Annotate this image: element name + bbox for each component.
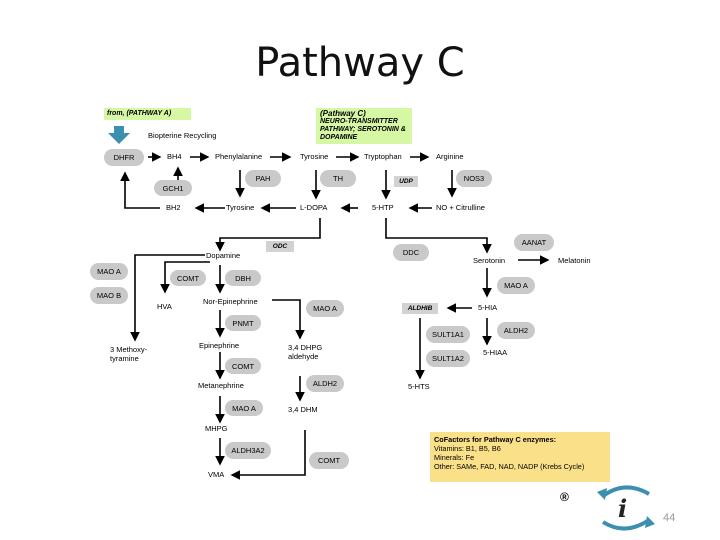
node-dhpg-line1: 3,4 DHPG [288,343,323,352]
enzyme-sult1a2: SULT1A2 [426,350,470,367]
enzyme-sult1a1: SULT1A1 [426,326,470,343]
enzyme-gch1: GCH1 [154,180,192,196]
enzyme-mao-a-ne: MAO A [306,300,344,317]
enzyme-aanat: AANAT [514,234,554,251]
node-bh4: BH4 [167,152,182,161]
node-tryptophan: Tryptophan [364,152,402,161]
node-tyrosine-mid: Tyrosine [226,203,255,212]
node-3-methoxytyramine-line2: tyramine [110,354,139,363]
cofactors-other: Other: SAMe, FAD, NAD, NADP (Krebs Cycle… [434,462,585,471]
pathway-c-line4: DOPAMINE [320,134,358,141]
enzyme-dhfr: DHFR [104,149,144,166]
info-logo-icon [597,485,655,531]
enzyme-mao-b: MAO B [90,287,128,304]
pathway-c-line2: NEURO-TRANSMITTER [320,118,398,125]
node-tyrosine-top: Tyrosine [300,152,329,161]
enzyme-aldh2-hia: ALDH2 [497,322,535,339]
node-epinephrine: Epinephrine [199,341,240,350]
node-dhpg-line2: aldehyde [288,352,319,361]
node-bh2: BH2 [166,203,181,212]
enzyme-aldh2-dhm: ALDH2 [306,375,344,392]
page-number: 44 [663,512,676,524]
node-3-methoxytyramine-line1: 3 Methoxy- [110,345,148,354]
node-hva: HVA [157,302,172,311]
pathway-c-line3: PATHWAY; SEROTONIN & [320,126,406,133]
node-biopterine-recycling: Biopterine Recycling [148,131,217,140]
enzyme-comt-vma: COMT [309,452,349,469]
enzyme-ddc: DDC [393,244,429,261]
enzyme-pah: PAH [245,170,281,187]
pathway-c-line1: (Pathway C) [320,109,366,118]
node-vma: VMA [208,470,225,479]
node-dhm: 3,4 DHM [288,405,318,414]
node-serotonin: Serotonin [473,256,506,265]
pathway-c-box: (Pathway C) NEURO-TRANSMITTER PATHWAY; S… [316,108,412,144]
enzyme-aldh3a2: ALDH3A2 [225,442,271,459]
cofactors-box: CoFactors for Pathway C enzymes: Vitamin… [430,432,610,482]
enzyme-pnmt: PNMT [225,315,261,331]
enzyme-th: TH [320,170,356,187]
node-5-hts: 5-HTS [408,382,430,391]
enzyme-comt-epi: COMT [225,358,261,374]
enzyme-mao-a-met: MAO A [225,400,263,416]
node-dhpg: 3,4 DHPG aldehyde [288,343,322,361]
node-no-citrulline: NO + Citrulline [436,203,485,212]
node-3-methoxytyramine: 3 Methoxy- tyramine [110,345,147,363]
enzyme-mao-a-left: MAO A [90,263,128,280]
node-norepinephrine: Nor-Epinephrine [203,297,258,306]
enzyme-mao-a-ser: MAO A [497,277,535,294]
node-5-htp: 5-HTP [372,203,394,212]
enzyme-dbh: DBH [225,270,261,286]
cofactors-minerals: Minerals: Fe [434,453,475,462]
cofactors-vitamins: Vitamins: B1, B5, B6 [434,444,501,453]
tag-udp: UDP [394,176,418,187]
from-pathway-a-label: from, (PATHWAY A) [104,108,191,120]
cofactors-heading: CoFactors for Pathway C enzymes: [434,435,557,444]
node-5-hiaa: 5-HIAA [483,348,508,357]
node-phenylalanine: Phenylalanine [215,152,263,161]
tag-odc: ODC [266,241,294,252]
enzyme-comt-hva: COMT [170,270,206,286]
node-5-hia: 5-HIA [478,303,498,312]
node-metanephrine: Metanephrine [198,381,244,390]
enzyme-nos3: NOS3 [456,170,492,187]
node-arginine: Arginine [436,152,464,161]
node-l-dopa: L-DOPA [300,203,328,212]
node-dopamine: Dopamine [206,251,241,260]
info-logo-letter: i [618,494,628,523]
node-mhpg: MHPG [205,424,228,433]
slide-title: Pathway C [255,40,465,86]
tag-aldhib: ALDHIB [402,303,438,314]
registered-mark: ® [560,490,569,504]
node-melatonin: Melatonin [558,256,591,265]
down-arrow-icon [108,126,130,144]
